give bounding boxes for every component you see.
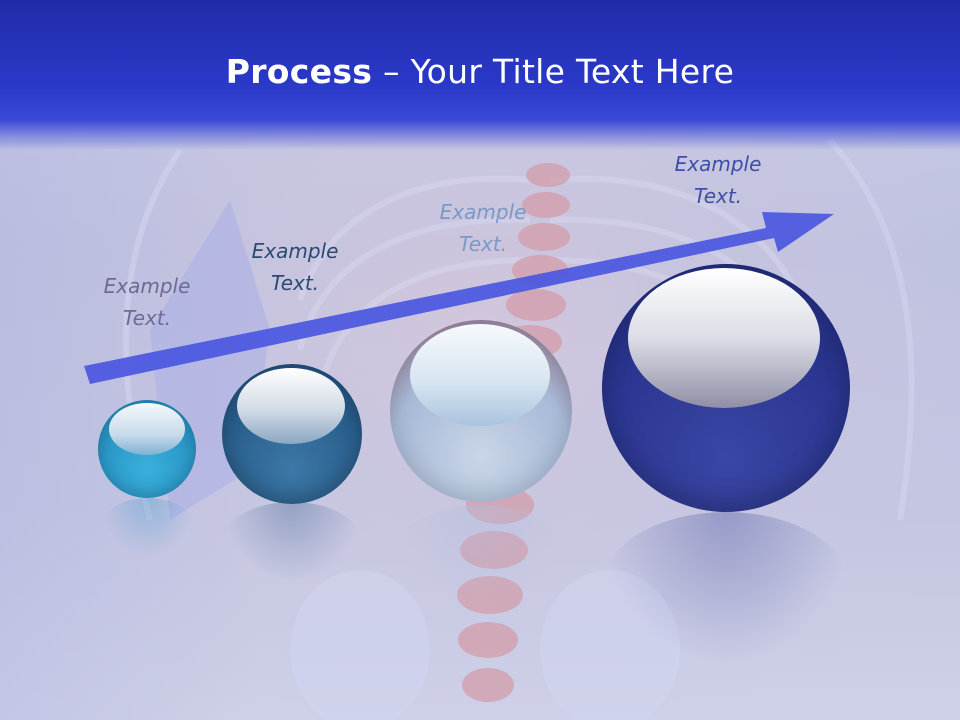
step-2-line1: Example	[251, 239, 339, 263]
step-3-line1: Example	[439, 200, 527, 224]
page-title: Process – Your Title Text Here	[0, 52, 960, 91]
step-1-line1: Example	[103, 274, 191, 298]
step-label-3: Example Text.	[413, 196, 553, 260]
sphere-3-reflection	[390, 505, 572, 615]
sphere-2-highlight	[237, 368, 345, 444]
sphere-1-reflection	[100, 498, 196, 558]
step-label-1: Example Text.	[77, 270, 217, 334]
step-3-line2: Text.	[458, 232, 508, 256]
title-rest: – Your Title Text Here	[372, 52, 735, 91]
step-4-line1: Example	[674, 152, 762, 176]
sphere-4-reflection	[602, 512, 850, 662]
step-4-line2: Text.	[693, 184, 743, 208]
title-bar	[0, 0, 960, 150]
step-2-line2: Text.	[270, 271, 320, 295]
sphere-1-highlight	[109, 403, 185, 455]
step-label-2: Example Text.	[225, 235, 365, 299]
sphere-2-reflection	[222, 502, 362, 582]
title-bold: Process	[225, 52, 373, 91]
step-1-line2: Text.	[122, 306, 172, 330]
sphere-4-highlight	[628, 268, 820, 408]
step-label-4: Example Text.	[648, 148, 788, 212]
sphere-3-highlight	[410, 324, 550, 426]
